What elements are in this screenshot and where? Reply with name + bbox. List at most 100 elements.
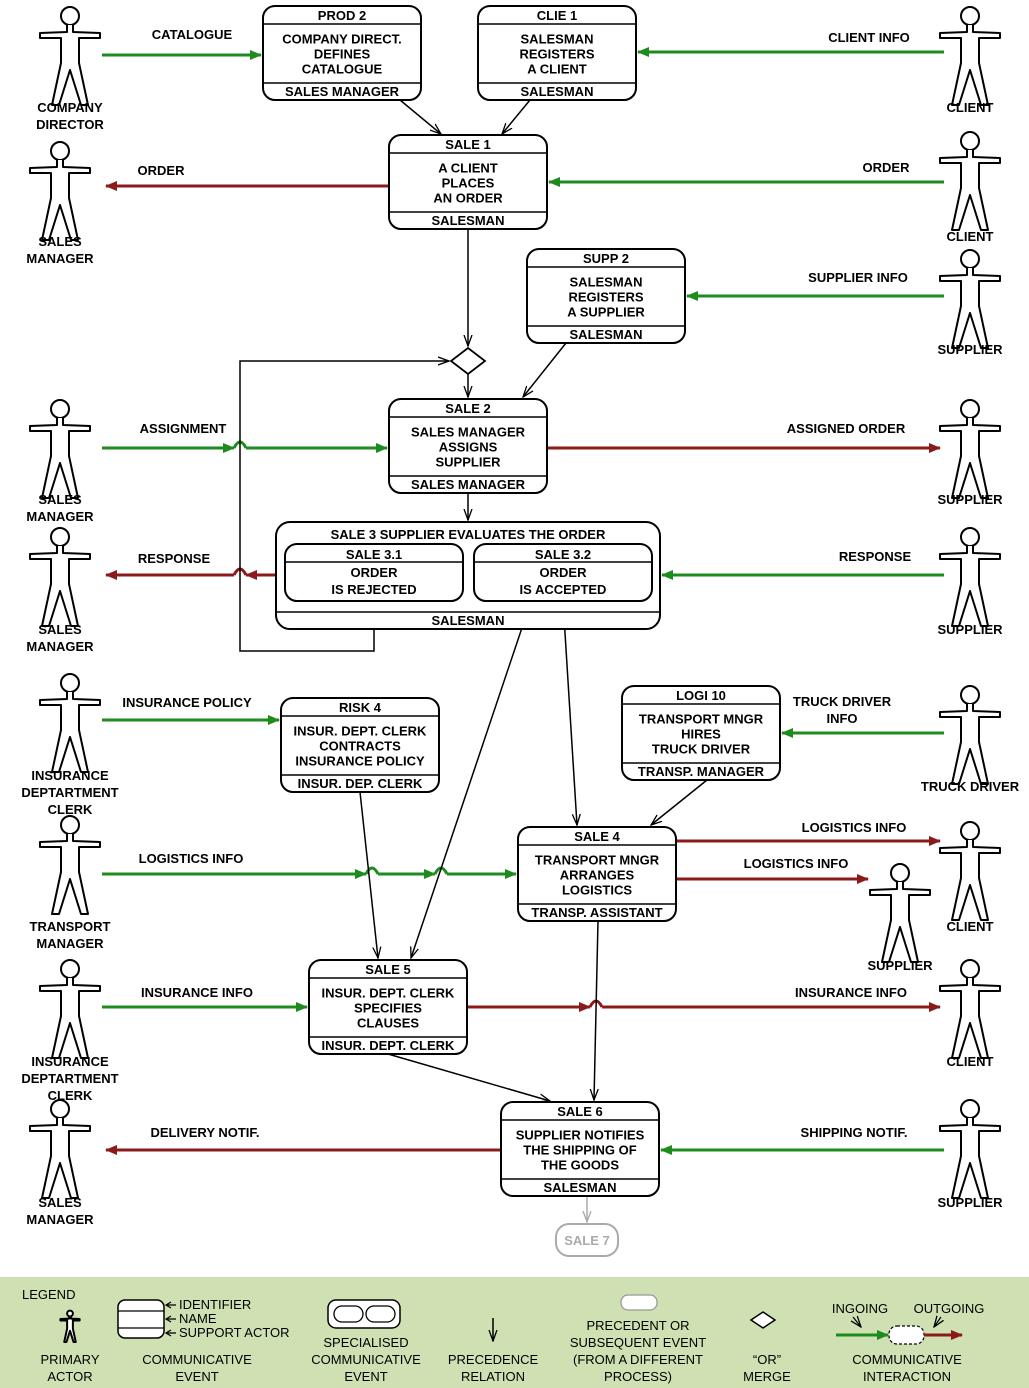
actor-figure	[939, 399, 1001, 499]
actor-label: DEPTARTMENT	[21, 1071, 118, 1086]
precedence-accept-sale4	[562, 600, 577, 825]
actor-figure	[939, 527, 1001, 627]
actor-label: CLIENT	[947, 1054, 994, 1069]
flow-label: CATALOGUE	[152, 27, 233, 42]
actor-figure	[939, 6, 1001, 106]
precedence-risk4-sale5	[359, 791, 378, 958]
flow-label: SHIPPING NOTIF.	[801, 1125, 908, 1140]
legend-part-label: NAME	[179, 1311, 217, 1326]
flow-label: LOGISTICS INFO	[744, 856, 849, 871]
flow-label: DELIVERY NOTIF.	[150, 1125, 259, 1140]
event-support-actor: SALESMAN	[432, 613, 505, 628]
legend-event-placeholder	[888, 1325, 925, 1345]
actor-figure	[29, 141, 91, 241]
legend-label: INTERACTION	[863, 1369, 951, 1384]
precedence-accept-sale5	[411, 600, 532, 958]
event-support-actor: INSUR. DEP. CLERK	[298, 776, 423, 791]
flow-label: INFO	[826, 711, 857, 726]
event-name: TRUCK DRIVER	[652, 742, 751, 757]
actor-label: MANAGER	[26, 251, 94, 266]
legend-pointer	[164, 1301, 176, 1309]
event-identifier: LOGI 10	[676, 688, 726, 703]
actor-figure	[939, 821, 1001, 921]
flow-label: RESPONSE	[138, 551, 211, 566]
or-merge-diamond	[449, 346, 487, 376]
flow-label: CLIENT INFO	[828, 30, 910, 45]
event-support-actor: TRANSP. MANAGER	[638, 764, 765, 779]
legend: LEGENDPRIMARYACTORIDENTIFIERNAMESUPPORT …	[0, 1277, 1029, 1388]
flow-label: ORDER	[138, 163, 186, 178]
legend-label: PRECEDENCE	[448, 1352, 539, 1367]
actor-figure	[29, 399, 91, 499]
line-crossing-hop	[364, 866, 380, 875]
actor-label: INSURANCE	[31, 768, 109, 783]
event-name: ASSIGNS	[439, 440, 498, 455]
event-name: CATALOGUE	[302, 62, 383, 77]
event-identifier: SUPP 2	[583, 251, 629, 266]
actor-label: DIRECTOR	[36, 117, 104, 132]
external-event-label: SALE 7	[564, 1233, 610, 1248]
flow-label: INSURANCE INFO	[141, 985, 253, 1000]
actor-label: SUPPLIER	[937, 342, 1003, 357]
event-identifier: SALE 6	[557, 1104, 603, 1119]
event-name: THE SHIPPING OF	[523, 1143, 636, 1158]
event-name: INSURANCE POLICY	[295, 754, 425, 769]
actor-figure	[39, 959, 101, 1059]
actor-figure	[869, 863, 931, 963]
legend-label: COMMUNICATIVE	[311, 1352, 421, 1367]
actor-figure	[39, 815, 101, 915]
actor-label: TRANSPORT	[30, 919, 111, 934]
actor-label: SUPPLIER	[937, 492, 1003, 507]
event-name: A CLIENT	[527, 62, 587, 77]
actor-label: MANAGER	[36, 936, 104, 951]
event-name: DEFINES	[314, 47, 371, 62]
event-support-actor: SALES MANAGER	[411, 477, 526, 492]
legend-label: OUTGOING	[914, 1301, 985, 1316]
flow-label: ORDER	[863, 160, 911, 175]
legend-label: PRECEDENT OR	[586, 1318, 689, 1333]
legend-label: COMMUNICATIVE	[142, 1352, 252, 1367]
flow-label: SUPPLIER INFO	[808, 270, 908, 285]
legend-or-merge-icon	[749, 1311, 777, 1329]
legend-event-icon	[117, 1299, 165, 1339]
event-name: ARRANGES	[560, 868, 635, 883]
actor-label: SALES	[38, 622, 82, 637]
precedence-reject-loop	[239, 361, 449, 652]
legend-actor-icon	[59, 1309, 81, 1344]
legend-label: EVENT	[175, 1369, 218, 1384]
flow-label: LOGISTICS INFO	[802, 820, 907, 835]
event-name: REGISTERS	[519, 47, 594, 62]
event-name: INSUR. DEPT. CLERK	[294, 724, 428, 739]
actor-figure	[939, 685, 1001, 785]
event-name: THE GOODS	[541, 1158, 619, 1173]
event-name: COMPANY DIRECT.	[282, 32, 401, 47]
event-name: IS ACCEPTED	[520, 582, 607, 597]
legend-external-event-icon	[620, 1294, 658, 1311]
actor-label: TRUCK DRIVER	[921, 779, 1020, 794]
actor-label: SALES	[38, 234, 82, 249]
flow-label: INSURANCE INFO	[795, 985, 907, 1000]
event-identifier: PROD 2	[318, 8, 366, 23]
event-identifier: SALE 5	[365, 962, 411, 977]
actor-label: SUPPLIER	[937, 1195, 1003, 1210]
legend-label: COMMUNICATIVE	[852, 1352, 962, 1367]
legend-label: SPECIALISED	[323, 1335, 408, 1350]
event-support-actor: SALESMAN	[544, 1180, 617, 1195]
event-name: TRANSPORT MNGR	[535, 853, 660, 868]
actor-label: CLERK	[48, 1088, 93, 1103]
legend-label: SUBSEQUENT EVENT	[570, 1335, 706, 1350]
precedence-clie1-sale1	[502, 99, 531, 134]
actor-figure	[939, 131, 1001, 231]
external-event-sale7: SALE 7	[555, 1223, 619, 1257]
actor-label: MANAGER	[26, 1212, 94, 1227]
legend-label: “OR”	[753, 1352, 781, 1367]
actor-label: DEPTARTMENT	[21, 785, 118, 800]
